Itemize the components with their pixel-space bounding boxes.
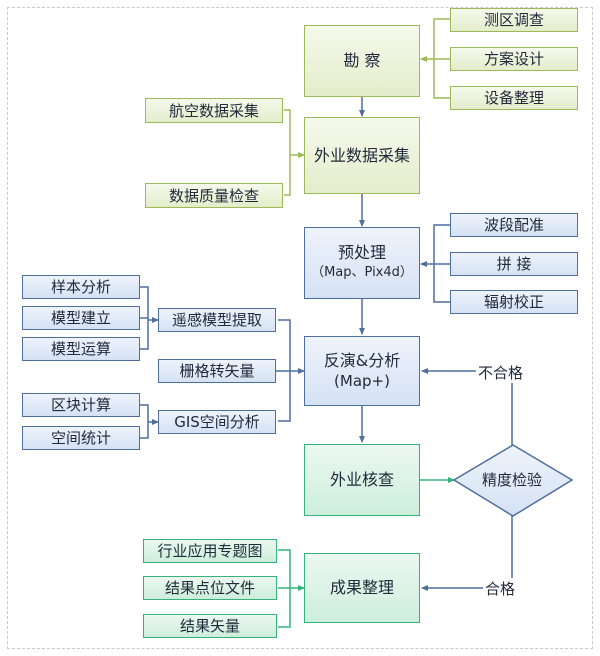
radiometric-correction-node: 辐射校正 [450, 290, 578, 314]
preprocessing-tools: （Map、Pix4d） [311, 265, 413, 280]
unqualified-label: 不合格 [476, 362, 526, 383]
inversion-analysis-title: 反演&分析 [323, 351, 401, 370]
mosaic-node: 拼 接 [450, 252, 578, 276]
aerial-data-collection-node: 航空数据采集 [145, 98, 283, 123]
field-verification-node: 外业核查 [304, 444, 420, 516]
spatial-statistics-node: 空间统计 [22, 426, 140, 450]
model-building-node: 模型建立 [22, 306, 140, 330]
diagram-frame [7, 7, 593, 649]
accuracy-check-label: 精度检验 [481, 470, 542, 489]
band-registration-node: 波段配准 [450, 213, 578, 237]
block-calculation-node: 区块计算 [22, 393, 140, 417]
area-investigation-node: 测区调查 [450, 8, 578, 32]
qualified-label: 合格 [483, 578, 518, 599]
thematic-map-node: 行业应用专题图 [143, 539, 277, 563]
raster-to-vector-node: 栅格转矢量 [158, 359, 276, 383]
remote-sensing-extraction-node: 遥感模型提取 [158, 308, 276, 332]
preprocessing-node: 预处理 （Map、Pix4d） [304, 227, 420, 299]
inversion-analysis-tool: (Map+) [334, 372, 390, 390]
sample-analysis-node: 样本分析 [22, 275, 140, 299]
field-data-collection-node: 外业数据采集 [304, 117, 420, 194]
survey-node: 勘 察 [304, 25, 420, 97]
inversion-analysis-node: 反演&分析 (Map+) [304, 336, 420, 406]
model-computation-node: 模型运算 [22, 337, 140, 361]
preprocessing-title: 预处理 [337, 243, 386, 262]
accuracy-check-diamond [452, 444, 574, 517]
equipment-prep-node: 设备整理 [450, 86, 578, 110]
data-quality-check-node: 数据质量检查 [145, 183, 283, 208]
plan-design-node: 方案设计 [450, 47, 578, 71]
gis-spatial-analysis-node: GIS空间分析 [158, 410, 276, 434]
result-vector-node: 结果矢量 [143, 614, 277, 638]
result-points-file-node: 结果点位文件 [143, 576, 277, 600]
results-organization-node: 成果整理 [304, 553, 420, 623]
